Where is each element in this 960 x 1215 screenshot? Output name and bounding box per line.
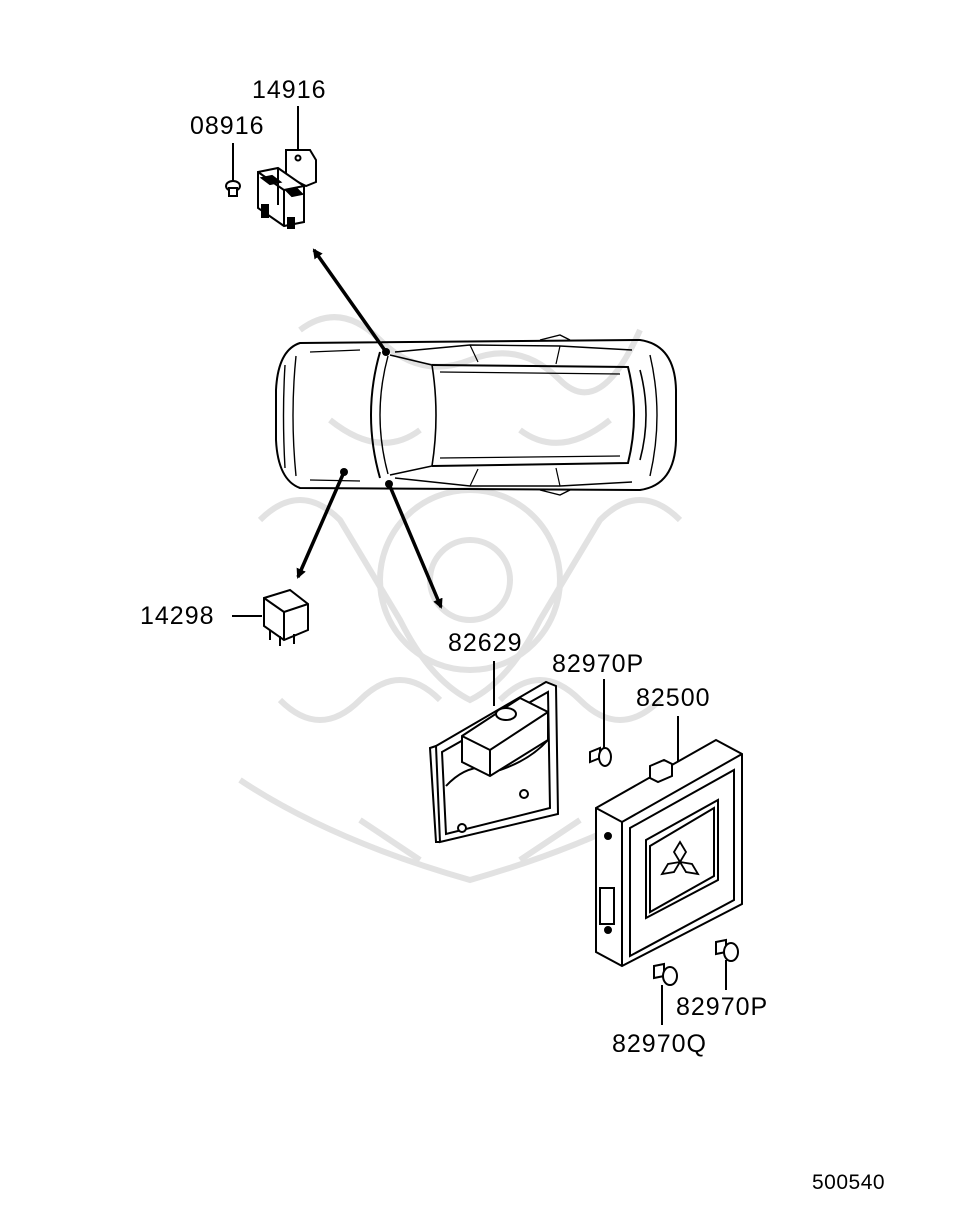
locator-arrows [296, 248, 443, 609]
screw-82970q [653, 962, 678, 986]
engine-control-unit [595, 738, 743, 968]
three-diamond-logo-icon [660, 840, 700, 876]
relay-14298 [263, 588, 309, 646]
part-label-14298[interactable]: 14298 [140, 602, 215, 630]
relay-with-bracket [257, 149, 317, 229]
vehicle-top-view [275, 334, 677, 496]
part-label-82500[interactable]: 82500 [636, 684, 711, 712]
part-label-82970p-top[interactable]: 82970P [552, 650, 645, 678]
screw-82970p-bottom [715, 938, 739, 962]
diagram-code: 500540 [812, 1171, 886, 1194]
part-label-82970p-bottom[interactable]: 82970P [676, 993, 769, 1021]
part-label-14916[interactable]: 14916 [252, 76, 327, 104]
screw-08916 [225, 180, 241, 197]
part-label-82970q[interactable]: 82970Q [612, 1030, 707, 1058]
screw-82970p-top [589, 746, 612, 767]
part-label-82629[interactable]: 82629 [448, 629, 523, 657]
ecu-bracket [428, 680, 560, 844]
part-label-08916[interactable]: 08916 [190, 112, 265, 140]
part-leaders [232, 106, 727, 1025]
